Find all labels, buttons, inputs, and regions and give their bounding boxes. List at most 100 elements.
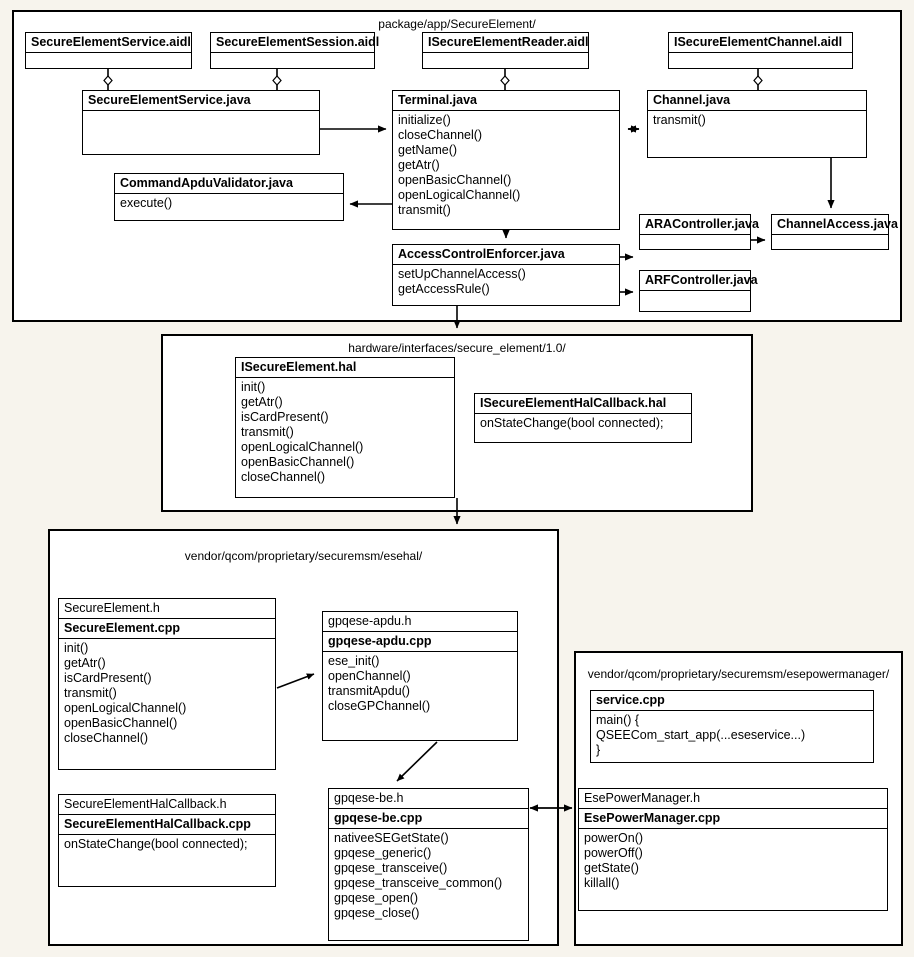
box-secure-element-cpp: SecureElement.h SecureElement.cpp init()…	[58, 598, 276, 770]
member: init()	[64, 641, 89, 655]
box-command-apdu-validator-java: CommandApduValidator.java execute()	[114, 173, 344, 221]
member: execute()	[120, 196, 173, 210]
box-header: ISecureElementReader.aidl	[423, 33, 589, 53]
member: getAtr()	[241, 395, 283, 409]
box-members	[772, 235, 888, 252]
member: closeGPChannel()	[328, 699, 431, 713]
box-gpqese-be-cpp: gpqese-be.h gpqese-be.cpp nativeeSEGetSt…	[328, 788, 529, 941]
member: transmit()	[241, 425, 294, 439]
member: transmitApdu()	[328, 684, 410, 698]
member: main() {	[596, 713, 640, 727]
member: powerOn()	[584, 831, 644, 845]
member: gpqese_open()	[334, 891, 419, 905]
box-gpqese-apdu-cpp: gpqese-apdu.h gpqese-apdu.cpp ese_init()…	[322, 611, 518, 741]
member: getAtr()	[398, 158, 440, 172]
box-header-h: gpqese-be.h	[329, 789, 528, 809]
box-secure-element-session-aidl: SecureElementSession.aidl	[210, 32, 379, 70]
box-members	[211, 53, 374, 70]
box-members	[83, 111, 319, 154]
member: gpqese_transceive_common()	[334, 876, 503, 890]
member: setUpChannelAccess()	[398, 267, 526, 281]
box-header-cpp: gpqese-be.cpp	[329, 809, 528, 829]
member: transmit()	[653, 113, 706, 127]
box-members	[640, 235, 750, 252]
member: gpqese_transceive()	[334, 861, 448, 875]
box-isecure-element-channel-aidl: ISecureElementChannel.aidl	[668, 32, 853, 69]
box-header: SecureElementSession.aidl	[211, 33, 379, 53]
member: closeChannel()	[241, 470, 326, 484]
member: isCardPresent()	[64, 671, 152, 685]
member: ese_init()	[328, 654, 380, 668]
box-isecure-element-reader-aidl: ISecureElementReader.aidl	[422, 32, 589, 69]
member: initialize()	[398, 113, 451, 127]
box-header: AccessControlEnforcer.java	[393, 245, 619, 265]
box-header-cpp: EsePowerManager.cpp	[579, 809, 887, 829]
box-secure-element-service-java: SecureElementService.java	[82, 90, 320, 155]
box-header: SecureElementService.aidl	[26, 33, 191, 53]
member: isCardPresent()	[241, 410, 329, 424]
box-header: ChannelAccess.java	[772, 215, 898, 235]
member: openLogicalChannel()	[398, 188, 521, 202]
box-header: ARAController.java	[640, 215, 759, 235]
member: openChannel()	[328, 669, 411, 683]
box-arf-controller-java: ARFController.java	[639, 270, 758, 312]
box-terminal-java: Terminal.java initialize() closeChannel(…	[392, 90, 620, 230]
box-members: onStateChange(bool connected);	[475, 414, 691, 442]
box-header-cpp: service.cpp	[591, 691, 873, 711]
member: openBasicChannel()	[64, 716, 178, 730]
panel-framework-title: package/app/SecureElement/	[378, 17, 536, 31]
member: openBasicChannel()	[241, 455, 355, 469]
member: nativeeSEGetState()	[334, 831, 449, 845]
box-header-cpp: SecureElementHalCallback.cpp	[59, 815, 275, 835]
box-members: nativeeSEGetState() gpqese_generic() gpq…	[329, 829, 528, 940]
box-service-cpp: service.cpp main() { QSEECom_start_app(.…	[590, 690, 874, 763]
member: transmit()	[64, 686, 117, 700]
box-secure-element-service-aidl: SecureElementService.aidl	[25, 32, 192, 69]
box-isecure-element-hal-callback: ISecureElementHalCallback.hal onStateCha…	[474, 393, 692, 443]
box-header-h: gpqese-apdu.h	[323, 612, 517, 632]
box-channel-java: Channel.java transmit()	[647, 90, 867, 158]
box-members: onStateChange(bool connected);	[59, 835, 275, 886]
box-header: ARFController.java	[640, 271, 758, 291]
member: init()	[241, 380, 266, 394]
box-members	[423, 53, 588, 70]
box-ara-controller-java: ARAController.java	[639, 214, 759, 252]
member: openLogicalChannel()	[64, 701, 187, 715]
member: }	[596, 743, 601, 757]
box-header: SecureElementService.java	[83, 91, 319, 111]
box-header-h: SecureElement.h	[59, 599, 275, 619]
member: getAccessRule()	[398, 282, 490, 296]
panel-esepowermanager-title: vendor/qcom/proprietary/securemsm/esepow…	[587, 667, 890, 681]
panel-esehal-title: vendor/qcom/proprietary/securemsm/esehal…	[184, 549, 423, 563]
member: closeChannel()	[398, 128, 483, 142]
box-members: setUpChannelAccess() getAccessRule()	[393, 265, 619, 305]
member: getAtr()	[64, 656, 106, 670]
box-header: Terminal.java	[393, 91, 619, 111]
box-isecure-element-hal: ISecureElement.hal init() getAtr() isCar…	[235, 357, 455, 498]
box-ese-power-manager-cpp: EsePowerManager.h EsePowerManager.cpp po…	[578, 788, 888, 911]
box-header-h: SecureElementHalCallback.h	[59, 795, 275, 815]
box-header: ISecureElement.hal	[236, 358, 454, 378]
member: getState()	[584, 861, 639, 875]
box-header: CommandApduValidator.java	[115, 174, 343, 194]
box-members: init() getAtr() isCardPresent() transmit…	[59, 639, 275, 769]
box-access-control-enforcer-java: AccessControlEnforcer.java setUpChannelA…	[392, 244, 620, 306]
member: onStateChange(bool connected);	[480, 416, 664, 430]
box-members: main() { QSEECom_start_app(...eseservice…	[591, 711, 873, 762]
member: QSEECom_start_app(...eseservice...)	[596, 728, 806, 742]
box-channel-access-java: ChannelAccess.java	[771, 214, 898, 252]
member: openLogicalChannel()	[241, 440, 364, 454]
member: getName()	[398, 143, 458, 157]
box-members	[640, 291, 750, 311]
box-members: powerOn() powerOff() getState() killall(…	[579, 829, 887, 910]
box-secure-element-hal-callback-cpp: SecureElementHalCallback.h SecureElement…	[58, 794, 276, 887]
box-members: init() getAtr() isCardPresent() transmit…	[236, 378, 454, 497]
member: gpqese_close()	[334, 906, 420, 920]
box-members: transmit()	[648, 111, 866, 157]
panel-hal-title: hardware/interfaces/secure_element/1.0/	[348, 341, 566, 355]
box-header-cpp: gpqese-apdu.cpp	[323, 632, 517, 652]
box-members	[26, 53, 191, 70]
box-members: initialize() closeChannel() getName() ge…	[393, 111, 619, 229]
member: closeChannel()	[64, 731, 149, 745]
box-members: execute()	[115, 194, 343, 220]
